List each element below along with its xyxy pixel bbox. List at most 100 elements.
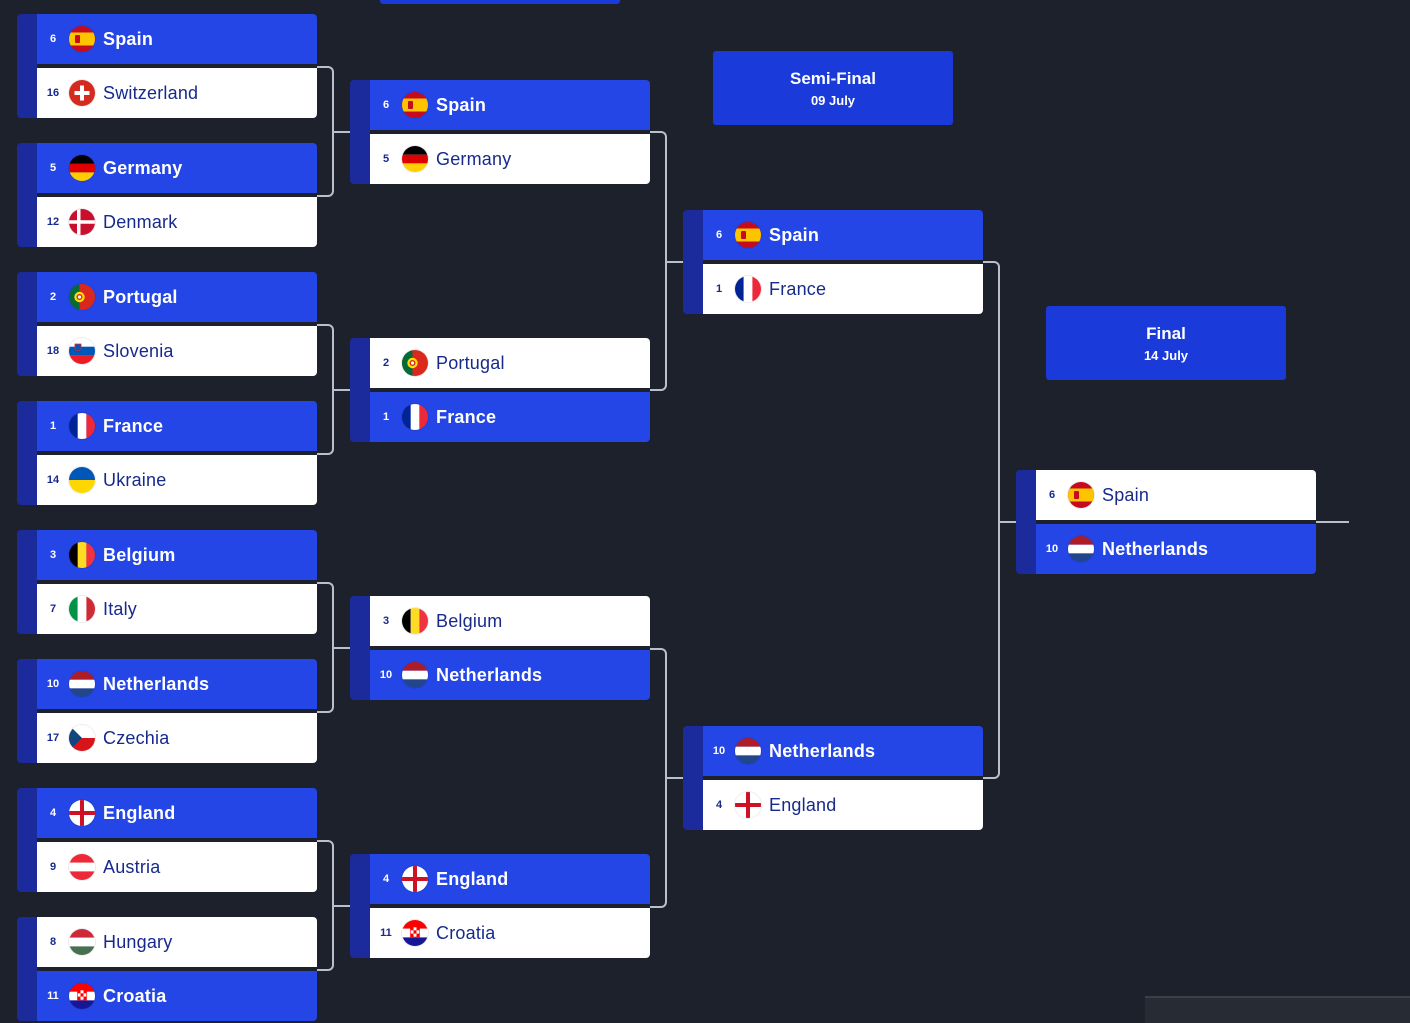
match-round-of-16: 8 Hungary 11 Croatia xyxy=(17,917,317,1021)
netherlands-flag-icon xyxy=(402,662,428,688)
spain-flag-icon xyxy=(1068,482,1094,508)
match-side-bar xyxy=(683,726,703,830)
austria-flag-icon xyxy=(69,854,95,880)
team-row-winner[interactable]: 10 Netherlands xyxy=(370,650,650,700)
bracket-connector-stub xyxy=(1000,521,1016,523)
match-side-bar xyxy=(683,210,703,314)
spain-flag-icon xyxy=(402,92,428,118)
match-side-bar xyxy=(350,854,370,958)
match-side-bar xyxy=(17,917,37,1021)
team-name: France xyxy=(436,406,497,427)
germany-flag-icon xyxy=(69,155,95,181)
bracket-connector-stub xyxy=(334,131,350,133)
final-title: Final xyxy=(1146,323,1186,343)
team-name: Croatia xyxy=(103,985,167,1006)
france-flag-icon xyxy=(69,413,95,439)
team-name: Austria xyxy=(103,856,161,877)
germany-flag-icon xyxy=(402,146,428,172)
team-name: Belgium xyxy=(436,610,503,631)
team-seed: 2 xyxy=(382,357,390,369)
team-name: Switzerland xyxy=(103,82,199,103)
team-seed: 2 xyxy=(49,291,57,303)
team-name: Portugal xyxy=(103,286,178,307)
team-name: Ukraine xyxy=(103,469,167,490)
team-row-winner[interactable]: 4 England xyxy=(370,854,650,904)
bracket-connector xyxy=(317,582,334,713)
match-side-bar xyxy=(1016,470,1036,574)
team-name: Denmark xyxy=(103,211,178,232)
bracket-connector xyxy=(317,840,334,971)
team-seed: 6 xyxy=(382,99,390,111)
bracket-connector xyxy=(650,131,667,391)
match-side-bar xyxy=(17,659,37,763)
team-seed: 4 xyxy=(382,873,390,885)
bracket-connector xyxy=(983,261,1000,779)
round-header-partial xyxy=(380,0,620,4)
match-side-bar xyxy=(350,596,370,700)
team-row-winner[interactable]: 1 France xyxy=(370,392,650,442)
team-row-winner[interactable]: 11 Croatia xyxy=(37,971,317,1021)
bracket-connector-stub xyxy=(667,777,683,779)
team-name: England xyxy=(103,802,176,823)
team-seed: 10 xyxy=(712,745,726,757)
team-row-winner[interactable]: 2 Portugal xyxy=(37,272,317,322)
team-seed: 18 xyxy=(46,345,60,357)
england-flag-icon xyxy=(402,866,428,892)
team-name: England xyxy=(769,794,837,815)
match-side-bar xyxy=(17,272,37,376)
team-seed: 6 xyxy=(715,229,723,241)
final-connector-stub xyxy=(1316,521,1349,523)
team-seed: 11 xyxy=(47,990,59,1002)
team-seed: 8 xyxy=(49,936,57,948)
croatia-flag-icon xyxy=(69,983,95,1009)
france-flag-icon xyxy=(402,404,428,430)
team-seed: 11 xyxy=(380,927,392,939)
match-side-bar xyxy=(17,530,37,634)
team-name: England xyxy=(436,868,509,889)
final-header: Final 14 July xyxy=(1046,306,1286,380)
belgium-flag-icon xyxy=(402,608,428,634)
team-seed: 1 xyxy=(382,411,390,423)
semi-final-title: Semi-Final xyxy=(790,68,876,88)
team-name: Czechia xyxy=(103,727,170,748)
team-seed: 10 xyxy=(379,669,393,681)
team-name: Hungary xyxy=(103,931,173,952)
team-seed: 6 xyxy=(1048,489,1056,501)
hungary-flag-icon xyxy=(69,929,95,955)
team-row[interactable]: 8 Hungary xyxy=(37,917,317,967)
team-name: Netherlands xyxy=(436,664,543,685)
team-seed: 1 xyxy=(49,420,57,432)
